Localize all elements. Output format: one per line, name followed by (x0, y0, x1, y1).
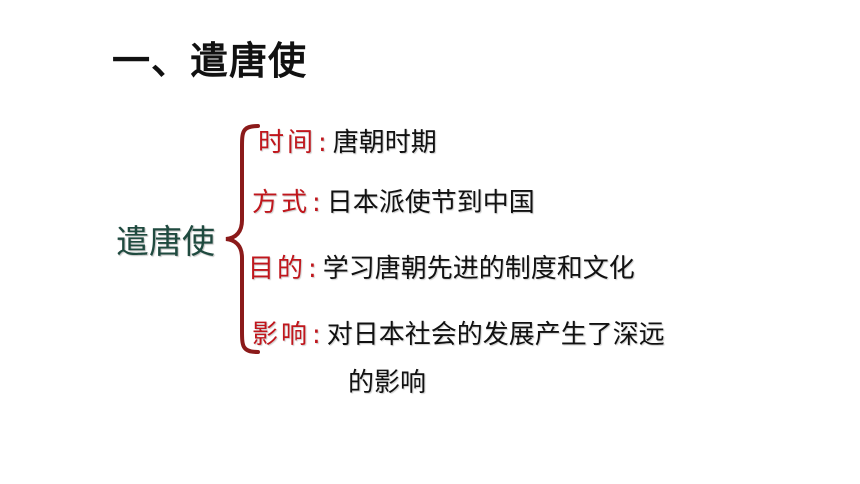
row-label: 时间 (258, 128, 317, 158)
curly-brace-icon (225, 124, 260, 354)
row-label: 影响 (252, 320, 311, 350)
info-row-method: 方式:日本派使节到中国 (252, 186, 535, 220)
row-value: 日本派使节到中国 (326, 188, 535, 218)
slide-title: 一、遣唐使 (112, 39, 308, 83)
topic-label: 遣唐使 (116, 222, 215, 261)
info-row-influence: 影响:对日本社会的发展产生了深远 (252, 318, 665, 352)
row-colon: : (312, 188, 321, 218)
info-row-time: 时间:唐朝时期 (258, 126, 437, 160)
row-colon: : (312, 320, 321, 350)
row-value: 唐朝时期 (332, 128, 437, 158)
info-row-influence-continued: 的影响 (348, 368, 427, 398)
info-row-purpose: 目的:学习唐朝先进的制度和文化 (248, 252, 635, 286)
row-colon: : (308, 254, 317, 284)
row-value: 学习唐朝先进的制度和文化 (322, 254, 635, 284)
row-label: 方式 (252, 188, 311, 218)
row-colon: : (318, 128, 327, 158)
row-label: 目的 (248, 254, 307, 284)
row-value: 对日本社会的发展产生了深远 (326, 320, 665, 350)
